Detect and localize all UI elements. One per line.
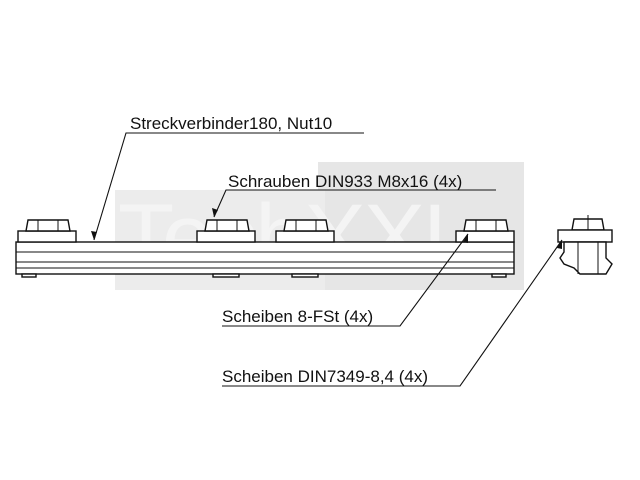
washer-fst: [275, 230, 335, 243]
hex-screw-head: [463, 219, 509, 232]
washer-fst: [196, 230, 256, 243]
screw-assembly-3: [275, 219, 335, 278]
end-view-washer: [557, 229, 613, 243]
label-screws: Schrauben DIN933 M8x16 (4x): [228, 172, 462, 191]
leader-screws: [213, 189, 496, 218]
hex-screw-head: [204, 219, 250, 232]
screw-assembly-1: [17, 219, 77, 278]
leader-lines: [91, 132, 563, 387]
leader-washers-din: [222, 239, 563, 387]
connector-plate: [15, 241, 515, 275]
screw-assembly-4: [455, 219, 515, 278]
leader-washers-fst: [222, 233, 469, 327]
end-view-profile: [559, 241, 613, 275]
label-connector: Streckverbinder180, Nut10: [130, 114, 332, 133]
leader-connector: [93, 132, 364, 241]
hex-screw-head: [25, 219, 71, 232]
hex-screw-head: [283, 219, 329, 232]
screw-assembly-2: [196, 219, 256, 278]
label-washers-fst: Scheiben 8-FSt (4x): [222, 307, 373, 326]
end-view-cross-section: [557, 215, 613, 275]
label-washers-din: Scheiben DIN7349-8,4 (4x): [222, 367, 428, 386]
washer-fst: [17, 230, 77, 243]
